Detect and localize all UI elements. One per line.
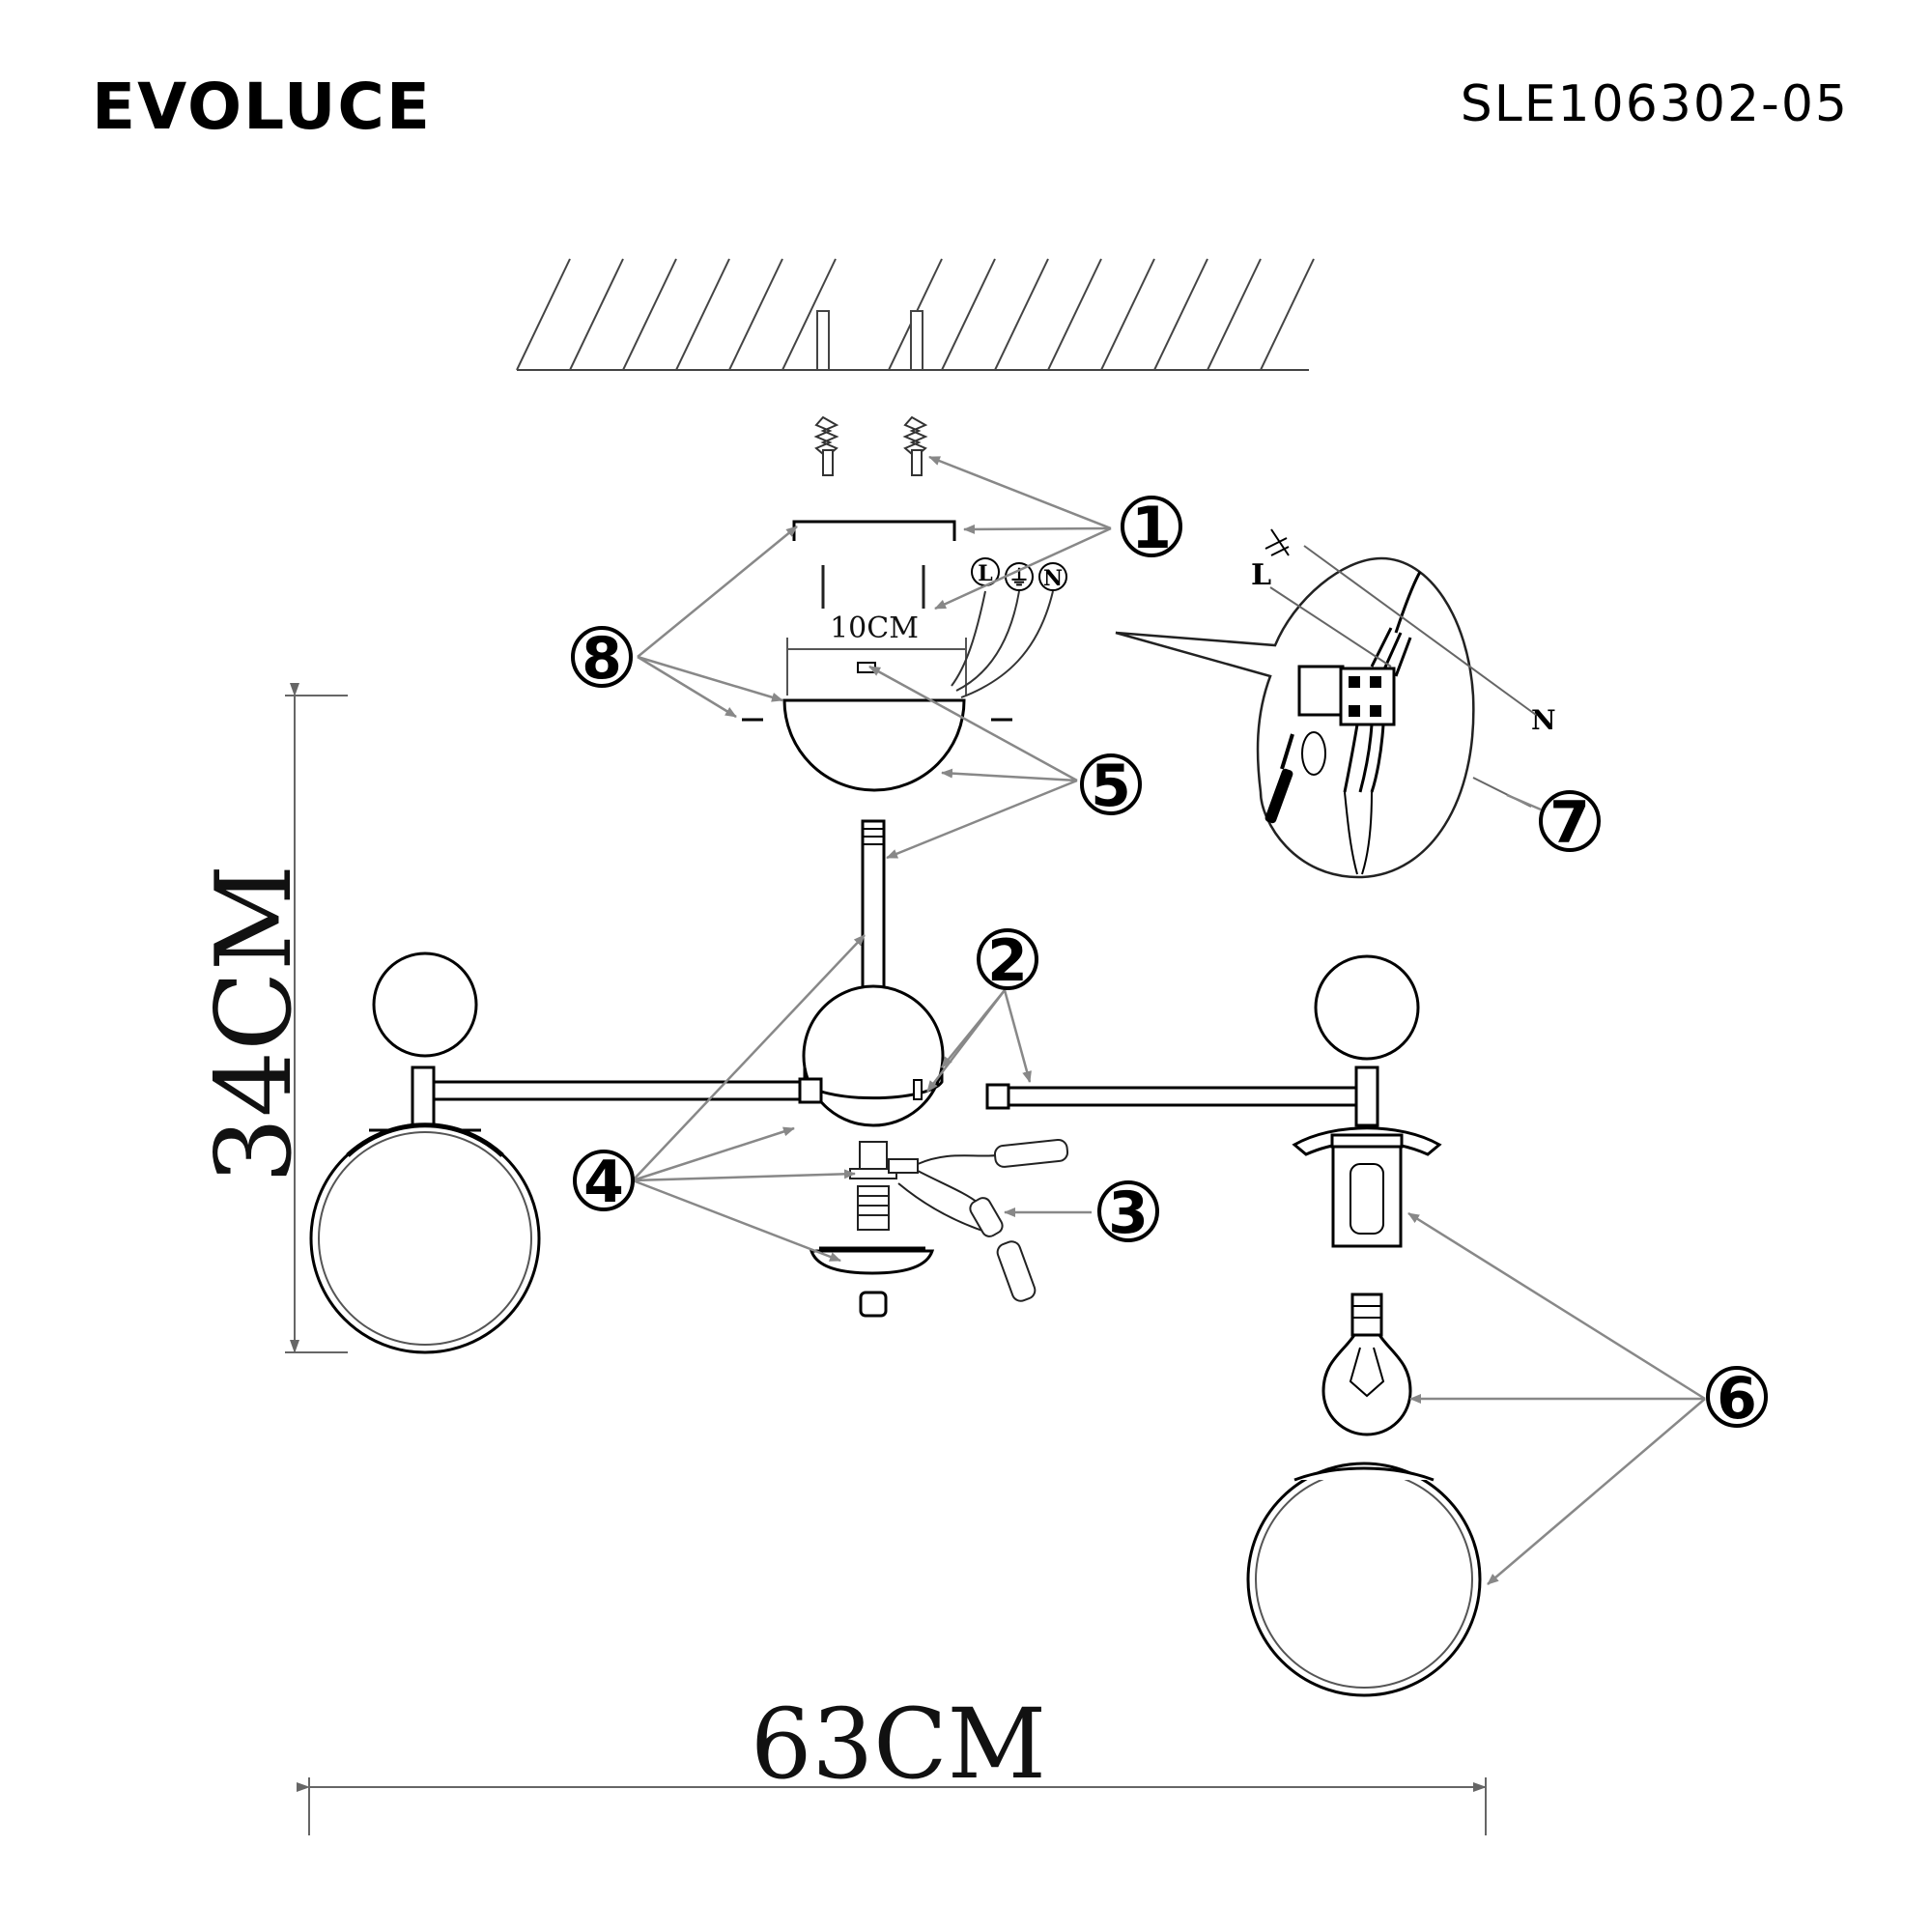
threaded-rod	[861, 819, 886, 1036]
model-number: SLE106302-05	[1460, 75, 1849, 133]
svg-text:1: 1	[1131, 495, 1172, 562]
lamp-holder	[1292, 1126, 1442, 1248]
svg-text:N: N	[1043, 566, 1063, 591]
callout-6: 6	[1706, 1365, 1768, 1433]
bulb-icon	[1321, 1293, 1412, 1436]
spare-globe	[1246, 1462, 1482, 1697]
terminal-neutral: N	[1038, 562, 1067, 591]
wall-plug-icon	[813, 415, 928, 476]
height-label: 34CM	[194, 865, 315, 1184]
wiring-detail: L N	[1115, 528, 1556, 879]
svg-text:8: 8	[582, 625, 622, 693]
neutral-wire-label: N	[1531, 704, 1556, 736]
svg-text:2: 2	[987, 927, 1028, 995]
callout-2: 2	[977, 927, 1038, 995]
bottom-cap	[809, 1246, 935, 1318]
screw-icon	[821, 565, 925, 609]
connector-wiring	[849, 1138, 1069, 1302]
width-label: 63CM	[751, 1688, 1046, 1801]
callout-7: 7	[1539, 789, 1601, 857]
ceiling	[516, 258, 1315, 371]
left-arm	[411, 1065, 823, 1132]
earth-icon	[1264, 528, 1290, 556]
mount-spacing-label: 10CM	[830, 611, 919, 645]
svg-text:3: 3	[1108, 1179, 1149, 1247]
svg-text:7: 7	[1549, 789, 1590, 857]
callout-5: 5	[1080, 753, 1142, 820]
mounting-bracket	[792, 520, 956, 541]
mount-spacing-dimension: 10CM	[786, 611, 967, 696]
svg-text:6: 6	[1717, 1365, 1757, 1433]
svg-text:L: L	[978, 561, 992, 586]
callout-4: 4	[573, 1149, 635, 1216]
live-wire-label: L	[1251, 558, 1271, 592]
svg-text:5: 5	[1091, 753, 1131, 820]
left-bottom-globe	[309, 1122, 541, 1354]
central-body	[802, 984, 945, 1127]
supply-wires	[951, 590, 1054, 698]
terminal-earth: ⏚	[1005, 562, 1034, 591]
callout-8: 8	[571, 625, 633, 693]
callout-3: 3	[1097, 1179, 1159, 1247]
leader-lines	[632, 455, 1706, 1585]
width-dimension: 63CM	[297, 1688, 1487, 1835]
left-top-globe	[372, 952, 478, 1058]
right-arm	[985, 1065, 1379, 1127]
callout-1: 1	[1121, 495, 1182, 562]
right-top-globe	[1314, 954, 1420, 1061]
svg-text:4: 4	[583, 1149, 624, 1216]
brand-name: EVOLUCE	[92, 70, 432, 144]
height-dimension: 34CM	[194, 683, 348, 1353]
